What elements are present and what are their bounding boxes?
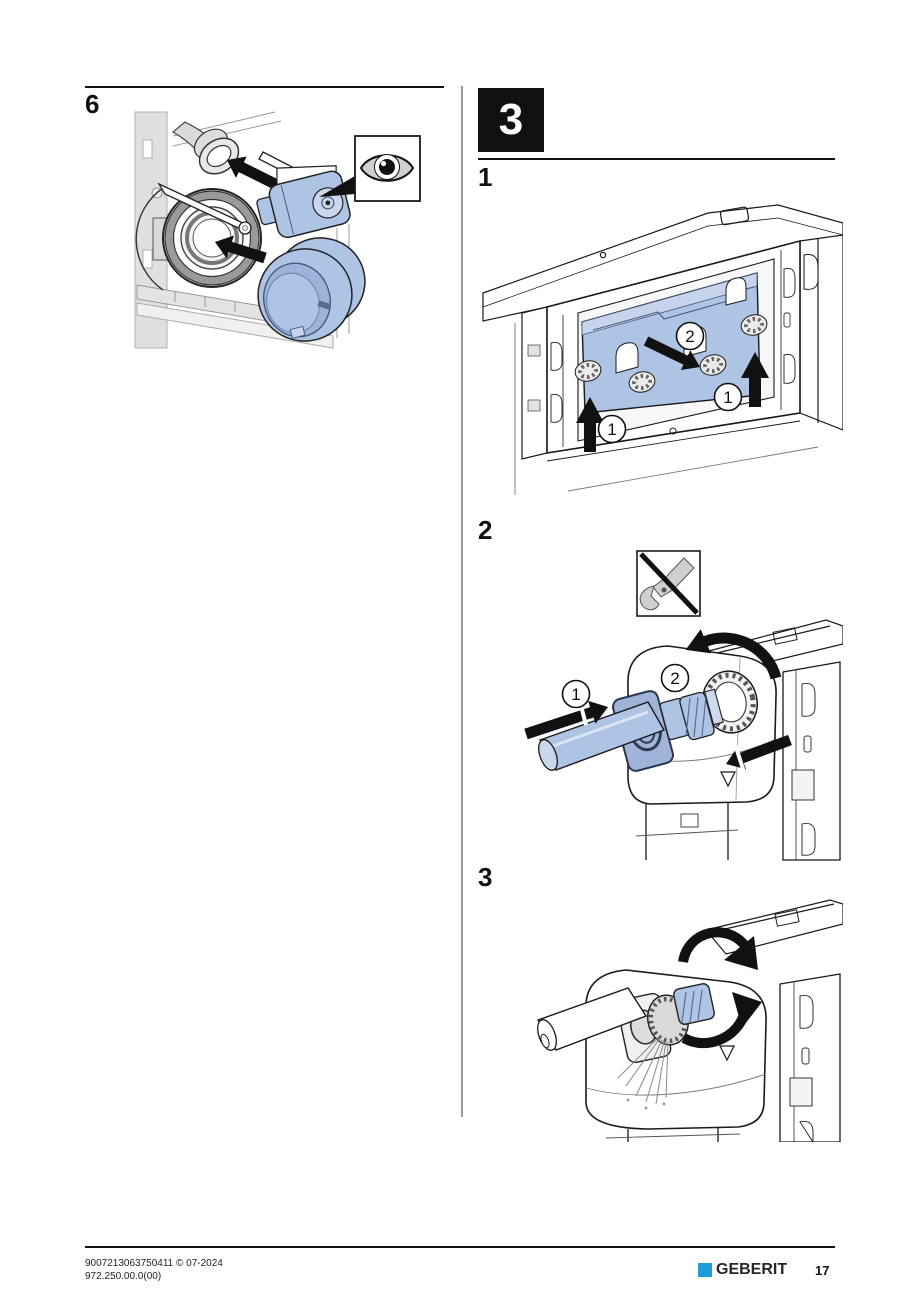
svg-text:1: 1 [723,388,732,407]
step2-callout-2: 2 [660,663,690,693]
supply-pipe [536,987,648,1051]
step6-illustration [134,111,421,349]
step1-callout-1-right: 1 [713,382,743,412]
step2-heading: 2 [478,515,493,545]
brand-logo-text: GEBERIT [716,1261,788,1278]
step1-heading: 1 [478,162,493,192]
step6-heading: 6 [85,89,100,119]
step3-heading: 3 [478,862,493,892]
column-divider [461,86,463,1117]
footer-part-number: 972.250.00.0(00) [85,1271,162,1282]
frame-right-side [799,234,843,431]
section-badge: 3 [478,88,544,152]
step1-callout-2: 2 [675,321,705,351]
rotate-arrows [678,927,762,1062]
frame-panel [782,661,841,861]
rule-left-column [85,86,444,88]
step2-callout-1: 1 [561,679,591,709]
step1-arrows [576,336,769,452]
protection-cap [257,237,366,342]
flush-socket [135,187,262,291]
svg-text:1: 1 [607,420,616,439]
visual-check-callout [319,135,421,202]
svg-text:2: 2 [670,669,679,688]
eye-icon [359,154,415,182]
step1-callout-1-left: 1 [597,414,627,444]
brand-logo: GEBERIT [698,1261,787,1279]
step1-illustration: 1 1 2 [482,204,843,495]
frame-panel [779,973,841,1142]
page-number: 17 [815,1263,830,1278]
brand-logo-square-icon [698,1263,712,1277]
svg-text:2: 2 [685,327,694,346]
supply-pipe [538,701,666,771]
step2-illustration: 1 2 [524,550,843,861]
cistern-lid [704,899,843,955]
rotate-arrow [685,629,782,680]
no-pipe-wrench-icon [636,550,701,617]
cistern-lid [482,204,843,322]
union-nut-assembly [659,670,758,741]
step3-illustration [536,899,843,1142]
svg-text:1: 1 [571,685,580,704]
footer-rule [85,1246,835,1248]
flush-spray [617,1037,669,1110]
footer-doc-id: 9007213063750411 © 07-2024 [85,1258,223,1269]
footer-doc-info: 9007213063750411 © 07-2024 972.250.00.0(… [85,1257,223,1283]
pull-arrow [720,734,792,788]
insert-arrows [215,156,286,264]
corrugated-elbow [171,121,240,175]
rule-right-column [478,158,835,160]
